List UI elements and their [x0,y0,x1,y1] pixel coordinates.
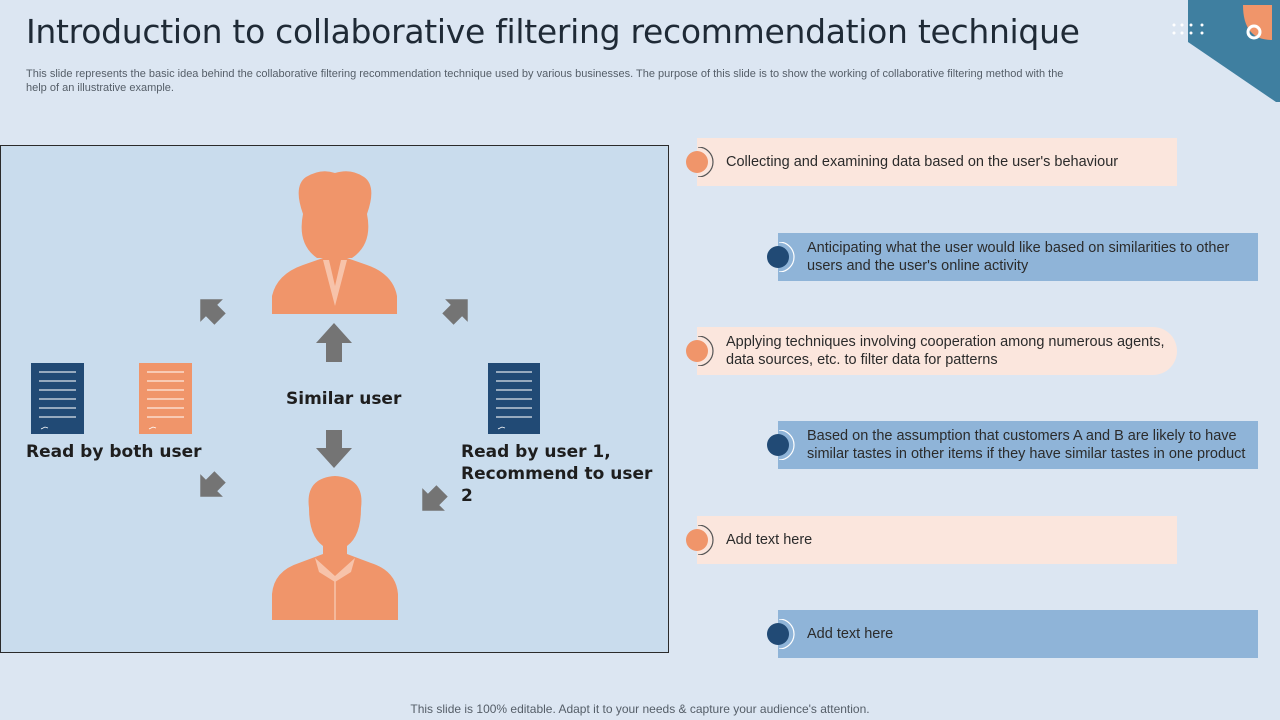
step-3: Applying techniques involving cooperatio… [697,327,1177,375]
female-user-icon [272,171,397,314]
arrow-down-icon [316,430,352,468]
step-5-text: Add text here [726,532,813,548]
document-icon-navy-right [488,363,540,434]
step-6-text: Add text here [807,626,894,642]
document-icon-peach [139,363,192,434]
read-by-user1-label-line1: Read by user 1, [461,442,611,462]
step-5: Add text here [697,516,1177,564]
arrow-down-left-icon [422,485,448,511]
similar-user-label: Similar user [286,389,402,409]
step-5-bullet-icon [686,525,714,555]
step-4-bullet-icon [767,430,795,460]
step-1-bullet-icon [686,147,714,177]
arrow-down-left-icon [200,299,226,325]
step-6-bullet-icon [767,619,795,649]
page-subtitle: This slide represents the basic idea beh… [26,68,1064,94]
footer-note: This slide is 100% editable. Adapt it to… [410,702,870,716]
corner-decoration [1188,0,1280,102]
page-title: Introduction to collaborative filtering … [26,12,1080,51]
document-icon-navy-left [31,363,84,434]
arrow-up-icon [316,323,352,362]
step-4-text: Based on the assumption that customers A… [807,428,1246,462]
step-3-bullet-icon [686,336,714,366]
diagram-panel: Similar user Read by both user Read by u… [0,145,669,653]
dots-decoration [1172,23,1204,35]
step-4: Based on the assumption that customers A… [778,421,1258,469]
step-6: Add text here [778,610,1258,658]
arrow-down-right-icon [442,299,468,325]
step-3-text: Applying techniques involving cooperatio… [726,334,1165,368]
male-user-icon [272,476,398,620]
step-2-bullet-icon [767,242,795,272]
step-2: Anticipating what the user would like ba… [778,233,1258,281]
read-by-both-label: Read by both user [26,442,202,462]
diagram-graphics [31,171,540,620]
step-1: Collecting and examining data based on t… [697,138,1177,186]
step-2-text: Anticipating what the user would like ba… [807,240,1230,274]
step-1-text: Collecting and examining data based on t… [726,154,1119,170]
read-by-user1-label-line2: Recommend to user 2 [461,464,653,506]
arrow-up-left-icon [200,471,226,497]
